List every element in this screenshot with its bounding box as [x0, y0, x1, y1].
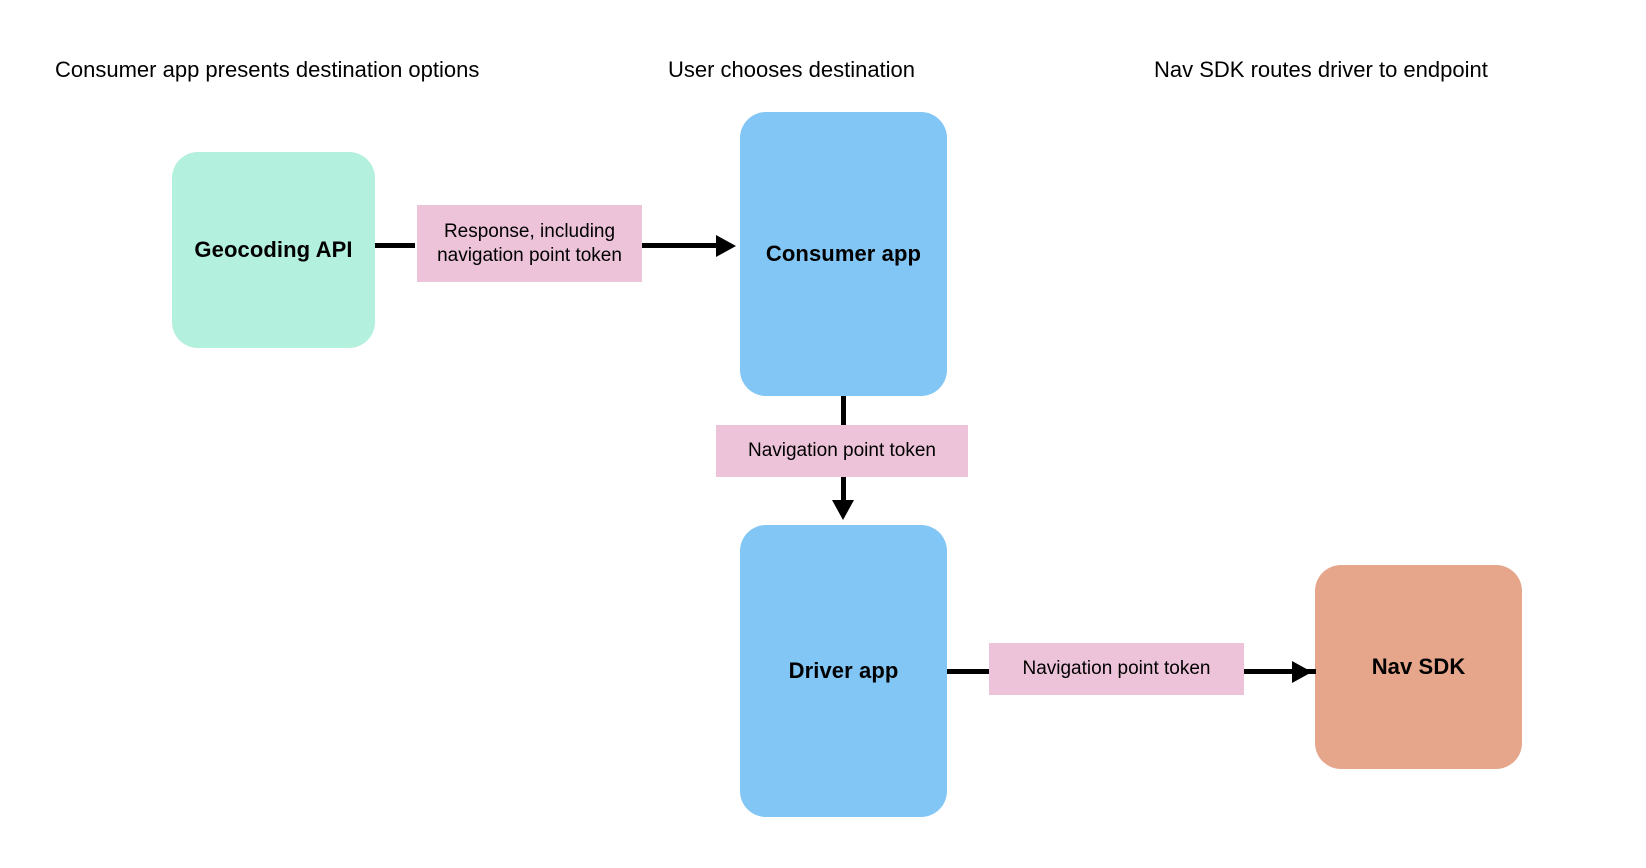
node-consumer-app-label: Consumer app: [765, 241, 922, 266]
edge-label-response-text: Response, including navigation point tok…: [437, 220, 622, 266]
arrowhead-right-icon-driver-to-navsdk: [1292, 661, 1312, 683]
arrowhead-down-icon-consumer-to-driver: [832, 500, 854, 520]
column-caption-nav-sdk: Nav SDK routes driver to endpoint: [1154, 57, 1488, 82]
node-geocoding-api-label: Geocoding API: [194, 237, 353, 262]
arrowhead-right-icon-geocoding-to-consumer: [716, 235, 736, 257]
edge-label-navigation-point-token-horizontal-text: Navigation point token: [1022, 658, 1211, 679]
column-caption-consumer-app: Consumer app presents destination option…: [55, 57, 480, 82]
node-nav-sdk[interactable]: Nav SDK: [1315, 565, 1522, 769]
edge-label-navigation-point-token-vertical-text: Navigation point token: [747, 440, 936, 461]
edge-line-label-to-navsdk: [1244, 669, 1316, 674]
column-caption-user-chooses: User chooses destination: [668, 57, 916, 82]
node-driver-app-label: Driver app: [788, 658, 899, 683]
node-consumer-app[interactable]: Consumer app: [740, 112, 947, 396]
edge-label-response-including-navigation-point-token: Response, including navigation point tok…: [417, 205, 642, 282]
edge-line-driver-to-label: [947, 669, 992, 674]
node-geocoding-api[interactable]: Geocoding API: [172, 152, 375, 348]
node-nav-sdk-label: Nav SDK: [1371, 654, 1466, 679]
edge-label-navigation-point-token-vertical: Navigation point token: [716, 425, 968, 477]
edge-line-label-to-consumer: [642, 243, 720, 248]
node-driver-app[interactable]: Driver app: [740, 525, 947, 817]
edge-line-geocoding-to-label: [375, 243, 415, 248]
edge-label-navigation-point-token-horizontal: Navigation point token: [989, 643, 1244, 695]
